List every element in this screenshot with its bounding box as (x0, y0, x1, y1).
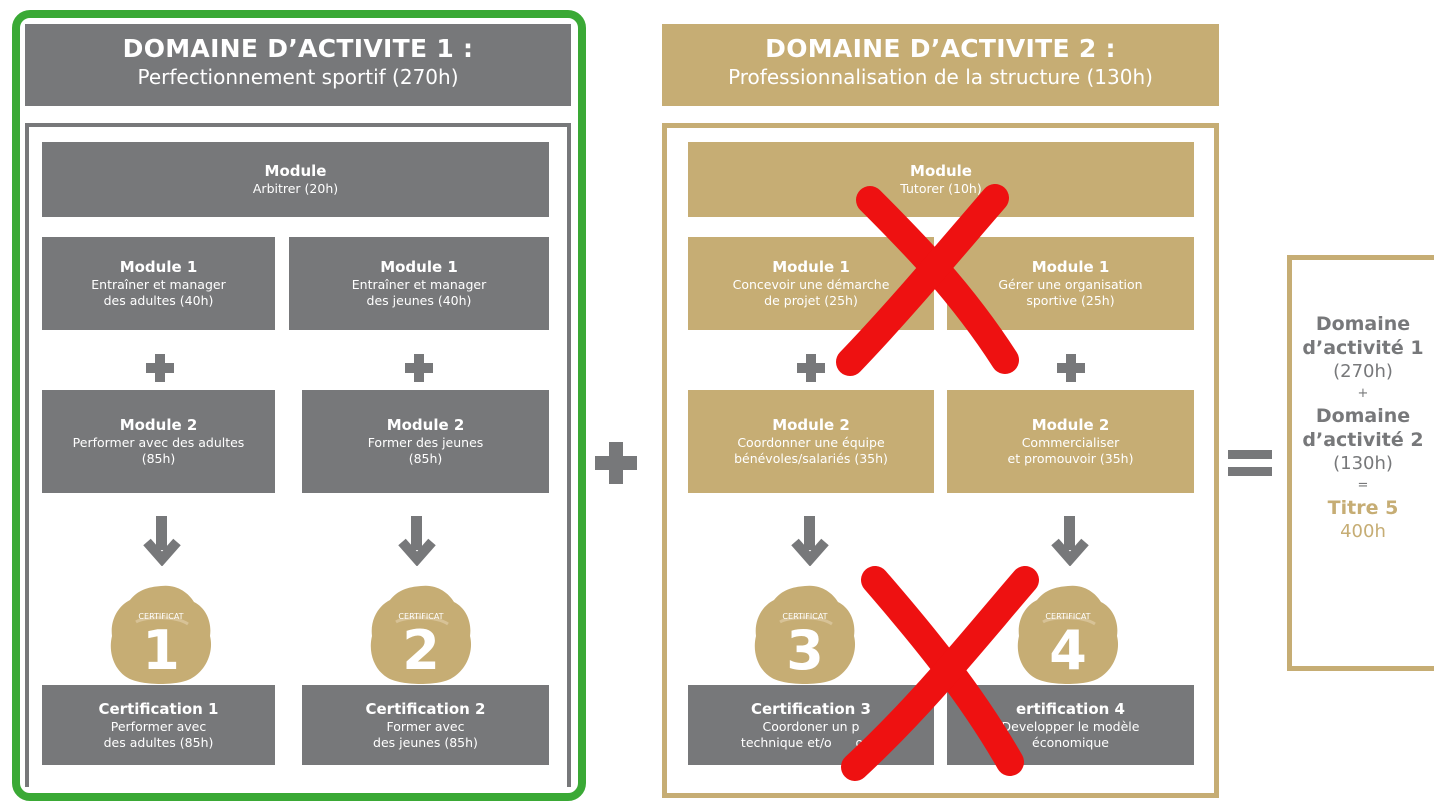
certificat-2-badge: CERTIFICAT 2 (366, 582, 476, 686)
equals-icon (1228, 446, 1272, 480)
domain2-module-top: Module Tutorer (10h) (688, 142, 1194, 217)
certificat-4-badge: CERTIFICAT 4 (1013, 582, 1123, 686)
certificat-label: CERTIFICAT (1045, 612, 1091, 621)
certificat-3-badge: CERTIFICAT 3 (750, 582, 860, 686)
domain2-certification-3: Certification 3 Coordoner un p technique… (688, 685, 934, 765)
domain2-module2-right: Module 2 Commercialiser et promouvoir (3… (947, 390, 1194, 493)
red-cross-icon (830, 562, 1045, 782)
domain1-module-top: Module Arbitrer (20h) (42, 142, 549, 217)
domain1-module2-left: Module 2 Performer avec des adultes (85h… (42, 390, 275, 493)
plus-icon (403, 352, 435, 384)
domain1-highlight-border (12, 10, 586, 801)
domain1-certification-1: Certification 1 Performer avec des adult… (42, 685, 275, 765)
arrow-down-icon (142, 514, 182, 566)
domain2-module2-left: Module 2 Coordonner une équipe bénévoles… (688, 390, 934, 493)
certificat-1-badge: CERTIFICAT 1 (106, 582, 216, 686)
plus-icon (593, 440, 639, 486)
certificat-label: CERTIFICAT (398, 612, 444, 621)
red-cross-icon (830, 180, 1030, 380)
certificat-number: 4 (1049, 619, 1087, 682)
certificat-label: CERTIFICAT (782, 612, 828, 621)
arrow-down-icon (790, 514, 830, 566)
plus-icon (795, 352, 827, 384)
domain1-header: DOMAINE D’ACTIVITE 1 : Perfectionnement … (25, 24, 571, 106)
domain2-frame (662, 123, 1219, 798)
domain1-module2-right: Module 2 Former des jeunes (85h) (302, 390, 549, 493)
summary-text: Domaine d’activité 1 (270h) + Domaine d’… (1302, 313, 1424, 542)
certificat-number: 1 (142, 619, 180, 682)
domain1-frame (25, 123, 571, 787)
domain1-title: DOMAINE D’ACTIVITE 1 : (122, 34, 474, 63)
certificat-label: CERTIFICAT (138, 612, 184, 621)
domain2-subtitle: Professionnalisation de la structure (13… (728, 65, 1153, 89)
domain1-module1-right: Module 1 Entraîner et manager des jeunes… (289, 237, 549, 330)
domain1-subtitle: Perfectionnement sportif (270h) (137, 65, 459, 89)
domain2-title: DOMAINE D’ACTIVITE 2 : (765, 34, 1116, 63)
domain2-header: DOMAINE D’ACTIVITE 2 : Professionnalisat… (662, 24, 1219, 106)
domain2-module1-right: Module 1 Gérer une organisation sportive… (947, 237, 1194, 330)
plus-icon (1055, 352, 1087, 384)
domain2-module1-left: Module 1 Concevoir une démarche de proje… (688, 237, 934, 330)
certificat-number: 2 (402, 619, 440, 682)
arrow-down-icon (1050, 514, 1090, 566)
domain1-module1-left: Module 1 Entraîner et manager des adulte… (42, 237, 275, 330)
certificat-number: 3 (786, 619, 824, 682)
plus-icon (144, 352, 176, 384)
arrow-down-icon (397, 514, 437, 566)
domain1-certification-2: Certification 2 Former avec des jeunes (… (302, 685, 549, 765)
summary-box (1287, 255, 1434, 671)
